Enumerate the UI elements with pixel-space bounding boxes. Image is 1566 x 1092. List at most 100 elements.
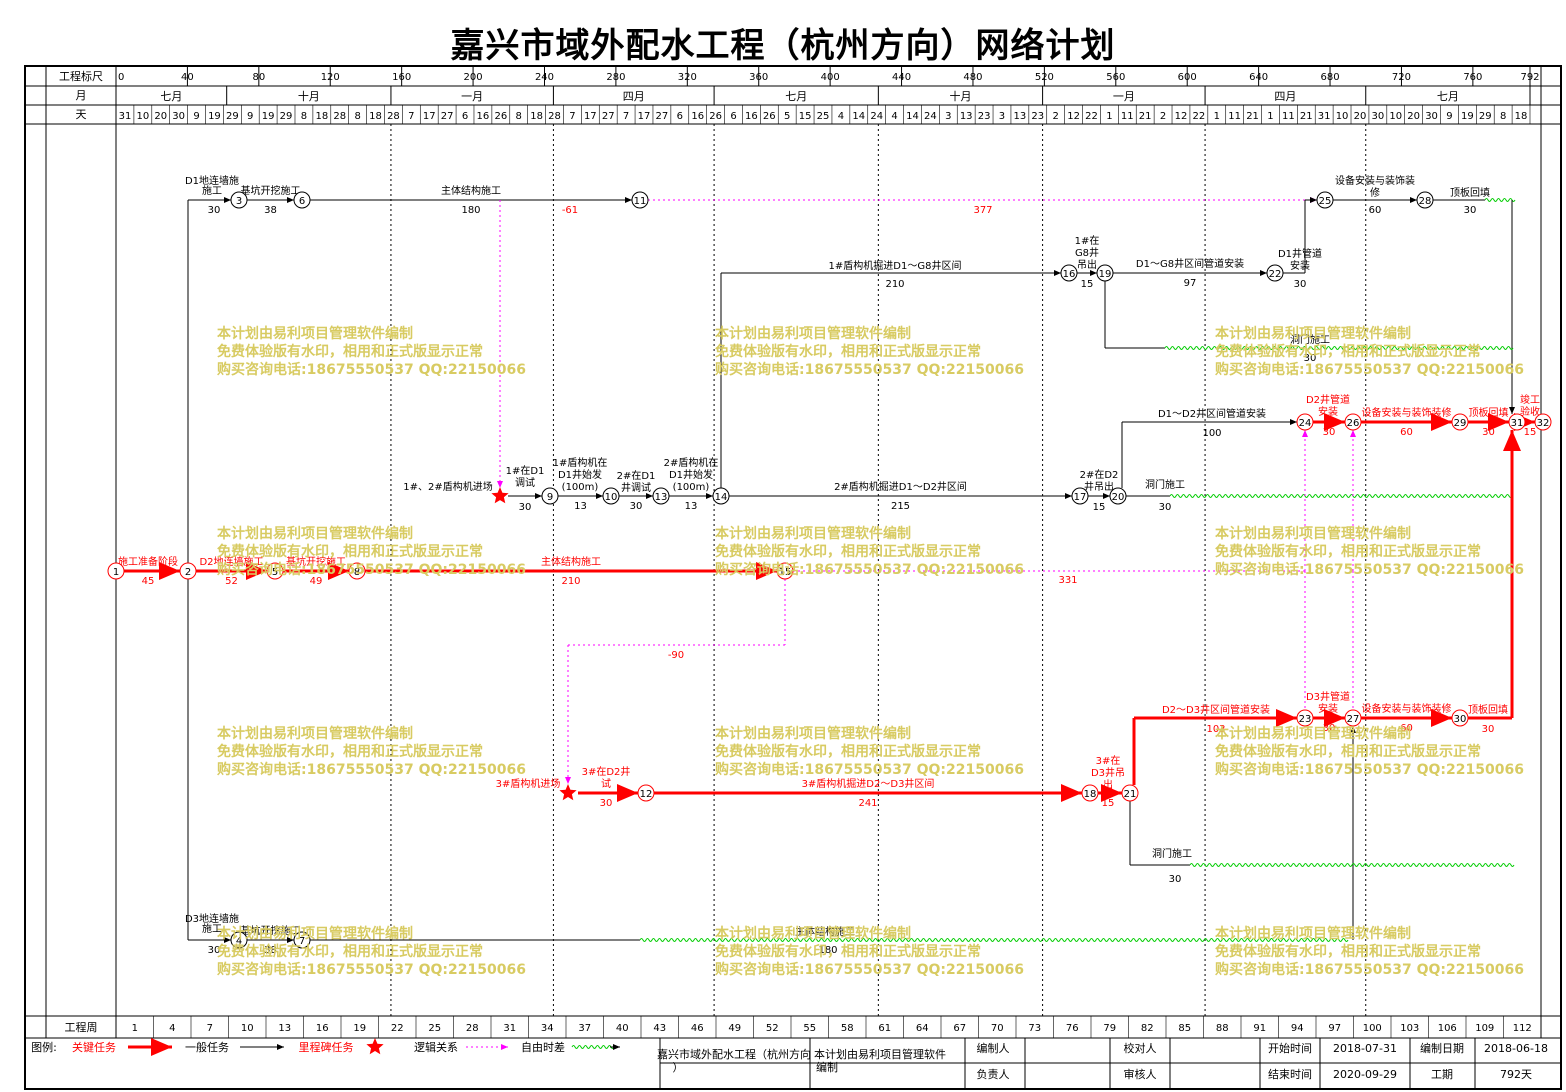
info-project-name: 嘉兴市域外配水工程（杭州方向	[657, 1047, 811, 1061]
watermark-line: 本计划由易利项目管理软件编制	[1215, 926, 1411, 942]
watermark-line: 免费体验版有水印，相用和正式版显示正常	[217, 344, 483, 360]
week-label-cell: 79	[1103, 1023, 1116, 1034]
day-label-cell: 5	[784, 111, 790, 122]
week-label-cell: 4	[169, 1023, 175, 1034]
month-label-cell: 一月	[1113, 90, 1135, 103]
task-name: 基坑开挖施工	[286, 555, 346, 568]
day-label-cell: 6	[730, 111, 736, 122]
task-name: 主体结构施工	[441, 184, 501, 197]
day-label-cell: 16	[691, 111, 704, 122]
day-label-cell: 7	[569, 111, 575, 122]
event-node-label: 21	[1124, 789, 1137, 800]
month-label-cell: 七月	[785, 90, 807, 103]
week-label-cell: 73	[1028, 1023, 1041, 1034]
week-label-cell: 109	[1475, 1023, 1494, 1034]
day-label-cell: 2	[1052, 111, 1058, 122]
day-label-cell: 17	[584, 111, 597, 122]
task-duration: 30	[1159, 502, 1172, 513]
task-name: 验收	[1520, 405, 1540, 418]
task-duration: 45	[142, 576, 155, 587]
task-name: 2#在D1	[617, 470, 656, 482]
week-label-cell: 22	[391, 1023, 404, 1034]
day-label-cell: 21	[1300, 111, 1313, 122]
watermark-line: 本计划由易利项目管理软件编制	[217, 326, 413, 342]
watermark-line: 免费体验版有水印，相用和正式版显示正常	[217, 544, 483, 560]
week-label-cell: 91	[1253, 1023, 1266, 1034]
watermark: 本计划由易利项目管理软件编制免费体验版有水印，相用和正式版显示正常购买咨询电话:…	[217, 925, 526, 979]
task-duration: 60	[1400, 723, 1413, 734]
day-label-cell: 26	[709, 111, 722, 122]
legend-float-label: 自由时差	[521, 1040, 565, 1054]
day-label-cell: 18	[315, 111, 328, 122]
task-name: D1～G8井区间管道安装	[1136, 257, 1244, 270]
week-label-cell: 40	[616, 1023, 629, 1034]
watermark-line: 购买咨询电话:18675550537 QQ:22150066	[1215, 962, 1524, 978]
task-name: (100m)	[562, 482, 599, 493]
day-label-cell: 7	[623, 111, 629, 122]
scale-tick-label: 520	[1035, 72, 1054, 83]
watermark: 本计划由易利项目管理软件编制免费体验版有水印，相用和正式版显示正常购买咨询电话:…	[217, 725, 526, 779]
watermark: 本计划由易利项目管理软件编制免费体验版有水印，相用和正式版显示正常购买咨询电话:…	[715, 325, 1024, 379]
info-reviewer-label: 审核人	[1124, 1067, 1157, 1081]
day-label-cell: 8	[301, 111, 307, 122]
watermark-line: 免费体验版有水印，相用和正式版显示正常	[217, 744, 483, 760]
day-label-cell: 1	[1214, 111, 1220, 122]
day-label-cell: 26	[763, 111, 776, 122]
watermark-line: 本计划由易利项目管理软件编制	[715, 726, 911, 742]
day-label-cell: 9	[247, 111, 253, 122]
scale-tick-label: 560	[1106, 72, 1125, 83]
legend-normal-label: 一般任务	[185, 1041, 229, 1054]
day-label-cell: 7	[408, 111, 414, 122]
task-duration: 30	[600, 798, 613, 809]
day-label-cell: 24	[870, 111, 883, 122]
week-label-cell: 10	[241, 1023, 254, 1034]
task-name: 2#盾构机在	[664, 456, 719, 469]
watermark-line: 购买咨询电话:18675550537 QQ:22150066	[217, 562, 526, 578]
month-label-cell: 十月	[298, 89, 320, 103]
watermark-line: 本计划由易利项目管理软件编制	[217, 526, 413, 542]
event-node-label: 14	[715, 492, 728, 503]
month-label-cell: 一月	[461, 90, 483, 103]
event-node	[1451, 709, 1469, 727]
task-duration: 30	[1304, 353, 1317, 364]
day-label-cell: 17	[638, 111, 651, 122]
watermark-line: 本计划由易利项目管理软件编制	[715, 526, 911, 542]
scale-tick-label: 720	[1392, 72, 1411, 83]
day-label-cell: 27	[602, 111, 615, 122]
month-label: 月	[76, 89, 87, 102]
week-label-cell: 52	[766, 1023, 779, 1034]
task-duration: 103	[1206, 724, 1225, 735]
day-label-cell: 1	[1267, 111, 1273, 122]
day-label-cell: 28	[387, 111, 400, 122]
day-label-cell: 17	[423, 111, 436, 122]
day-label-cell: 29	[280, 111, 293, 122]
event-node-label: 27	[1347, 714, 1360, 725]
week-label-cell: 70	[991, 1023, 1004, 1034]
free-float	[1189, 863, 1515, 867]
event-node-label: 19	[1099, 269, 1112, 280]
event-node-label: 2	[185, 567, 191, 578]
chart-frame	[24, 65, 1562, 1090]
task-name: 主体结构施工	[795, 925, 855, 938]
day-label-cell: 18	[1515, 111, 1528, 122]
scale-tick-label: 320	[678, 72, 697, 83]
day-label-cell: 13	[1014, 111, 1027, 122]
event-node	[1109, 487, 1127, 505]
event-node-label: 31	[1511, 418, 1524, 429]
milestone-label: 调试	[515, 476, 535, 489]
info-editor-label: 编制人	[977, 1041, 1010, 1055]
task-duration: 30	[1464, 205, 1477, 216]
day-label-cell: 16	[477, 111, 490, 122]
task-name: 3#在	[1096, 755, 1121, 767]
event-node	[1534, 413, 1552, 431]
event-node	[541, 487, 559, 505]
scale-tick-label: 120	[321, 72, 340, 83]
task-duration: 49	[310, 576, 323, 587]
event-node	[1096, 264, 1114, 282]
info-start-label: 开始时间	[1268, 1041, 1312, 1055]
scale-tick-label: 360	[749, 72, 768, 83]
task-name: 安装	[1318, 405, 1338, 418]
task-name: (100m)	[673, 482, 710, 493]
day-label-cell: 31	[119, 111, 132, 122]
